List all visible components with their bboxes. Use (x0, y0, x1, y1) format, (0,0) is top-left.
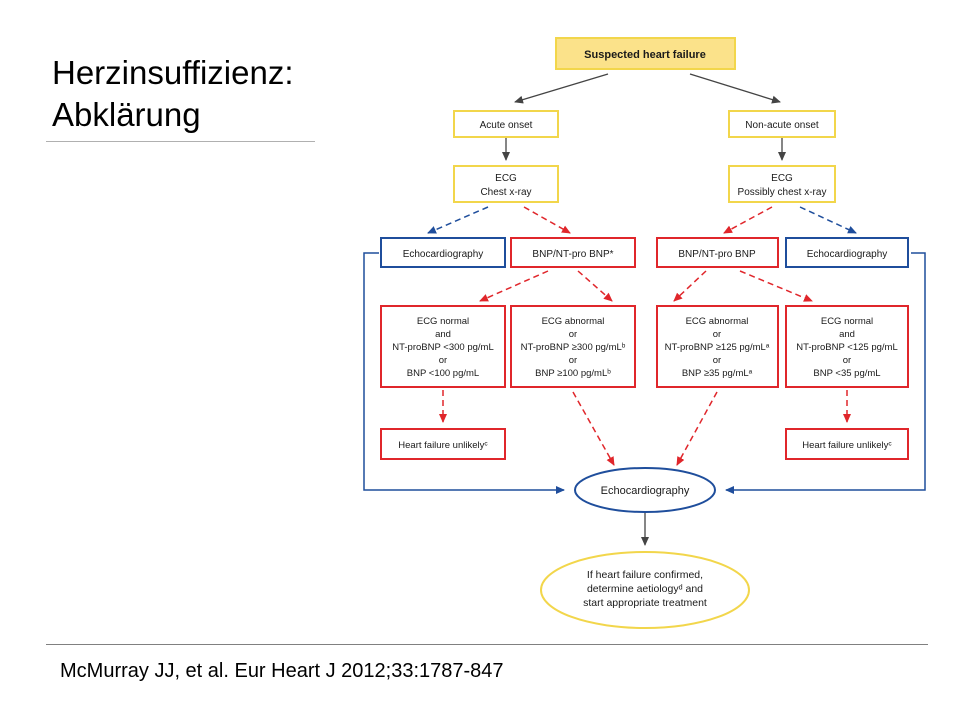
final-line2: determine aetiologyᵈ and (587, 583, 703, 595)
bnp-left-label: BNP/NT-pro BNP* (532, 249, 613, 260)
criteria-box-2-line1: ECG abnormal (542, 316, 605, 327)
echo-left-label: Echocardiography (403, 249, 484, 260)
criteria-box-3-line3: NT-proBNP ≥125 pg/mLᵃ (665, 342, 770, 353)
blue-path-right (725, 252, 926, 494)
slide-title: Herzinsuffizienz: Abklärung (52, 52, 294, 136)
arrow-to-acute (514, 73, 609, 104)
criteria-box-3 (656, 305, 779, 388)
hf-unlikely-right-box (785, 428, 909, 460)
hf-unlikely-left-label: Heart failure unlikelyᶜ (398, 440, 488, 451)
criteria-box-1-line2: and (435, 329, 451, 340)
echo-right-box (785, 237, 909, 268)
criteria-box-3-line1: ECG abnormal (686, 316, 749, 327)
hf-unlikely-right-label: Heart failure unlikelyᶜ (802, 440, 892, 451)
bnp-left-box (510, 237, 636, 268)
criteria-box-4-line4: or (843, 355, 851, 366)
criteria-box-4-line2: and (839, 329, 855, 340)
final-line1: If heart failure confirmed, (587, 569, 703, 581)
criteria-box-1-line1: ECG normal (417, 316, 469, 327)
arrow-box2-to-echo (572, 391, 615, 466)
arrow-bnp-left-to-box1 (479, 270, 549, 302)
acute-ecg-line2: Chest x-ray (480, 187, 531, 198)
slide-title-line1: Herzinsuffizienz: (52, 54, 294, 91)
arrow-ecg-to-bnp-right (723, 206, 773, 234)
acute-onset-box (453, 110, 559, 138)
criteria-box-4-line1: ECG normal (821, 316, 873, 327)
final-ellipse (540, 551, 750, 629)
criteria-box-3-line4: or (713, 355, 721, 366)
criteria-box-1-line3: NT-proBNP <300 pg/mL (392, 342, 493, 353)
criteria-box-1 (380, 305, 506, 388)
echo-center-ellipse (574, 467, 716, 513)
suspected-hf-box (555, 37, 736, 70)
suspected-hf-label: Suspected heart failure (584, 49, 706, 61)
nonacute-onset-label: Non-acute onset (745, 120, 819, 131)
nonacute-ecg-line1: ECG (771, 173, 793, 184)
citation: McMurray JJ, et al. Eur Heart J 2012;33:… (60, 660, 504, 682)
criteria-box-1-line4: or (439, 355, 447, 366)
arrow-to-nonacute (689, 73, 781, 104)
echo-right-label: Echocardiography (807, 249, 888, 260)
arrow-ecg-to-bnp-left (523, 206, 571, 234)
criteria-box-4-line5: BNP <35 pg/mL (813, 368, 880, 379)
bnp-right-box (656, 237, 779, 268)
arrow-bnp-left-to-box2 (577, 270, 613, 302)
title-divider (46, 141, 315, 142)
criteria-box-2-line4: or (569, 355, 577, 366)
echo-center-label: Echocardiography (601, 485, 690, 497)
criteria-box-2-line5: BNP ≥100 pg/mLᵇ (535, 368, 611, 379)
blue-path-left (363, 252, 565, 494)
criteria-box-2 (510, 305, 636, 388)
nonacute-ecg-box (728, 165, 836, 203)
arrow-box3-to-echo (676, 391, 718, 466)
criteria-box-1-line5: BNP <100 pg/mL (407, 368, 479, 379)
criteria-box-3-line2: or (713, 329, 721, 340)
acute-ecg-line1: ECG (495, 173, 517, 184)
hf-unlikely-left-box (380, 428, 506, 460)
arrow-ecg-to-echo-right (799, 206, 857, 234)
bnp-right-label: BNP/NT-pro BNP (678, 249, 756, 260)
criteria-box-3-line5: BNP ≥35 pg/mLᵃ (682, 368, 753, 379)
acute-onset-label: Acute onset (480, 120, 533, 131)
nonacute-ecg-line2: Possibly chest x-ray (738, 187, 827, 198)
arrow-bnp-right-to-box4 (739, 270, 813, 302)
nonacute-onset-box (728, 110, 836, 138)
echo-left-box (380, 237, 506, 268)
acute-ecg-box (453, 165, 559, 203)
arrow-ecg-to-echo-left (427, 206, 489, 234)
criteria-box-4 (785, 305, 909, 388)
footer-divider (46, 644, 928, 645)
criteria-box-2-line3: NT-proBNP ≥300 pg/mLᵇ (521, 342, 626, 353)
slide-title-line2: Abklärung (52, 96, 201, 133)
final-line3: start appropriate treatment (583, 597, 707, 609)
criteria-box-4-line3: NT-proBNP <125 pg/mL (796, 342, 897, 353)
criteria-box-2-line2: or (569, 329, 577, 340)
arrow-bnp-right-to-box3 (673, 270, 707, 302)
